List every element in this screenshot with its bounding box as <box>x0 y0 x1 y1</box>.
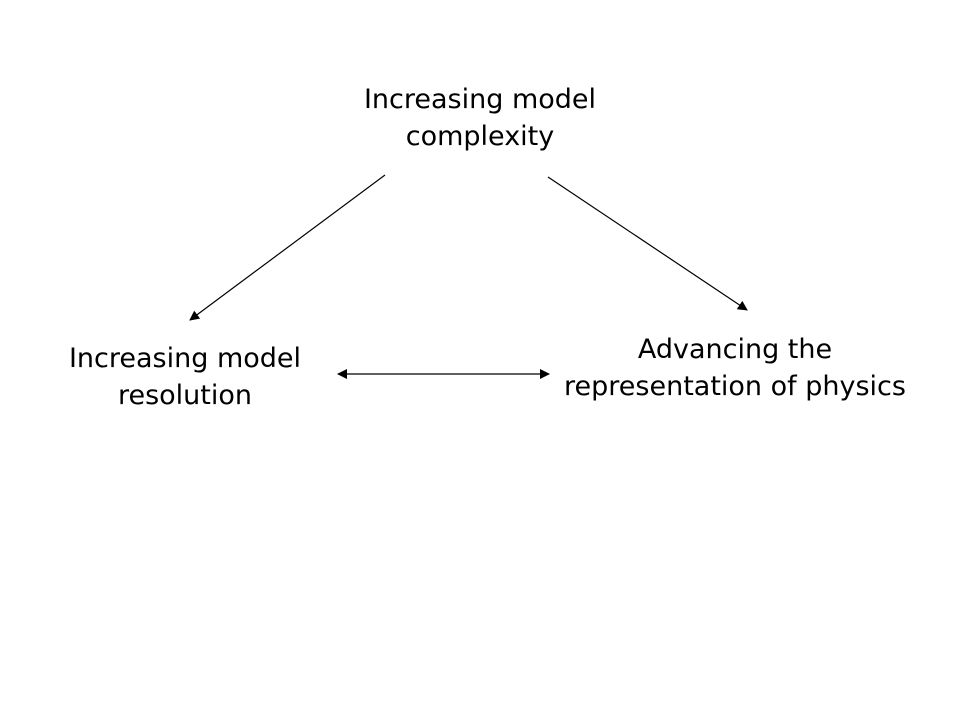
node-right-line2: representation of physics <box>564 371 906 402</box>
arrow-complexity-to-physics <box>547 176 748 311</box>
node-top-line2: complexity <box>405 121 555 152</box>
arrow-complexity-to-resolution <box>189 174 386 321</box>
node-increasing-model-complexity: Increasing model complexity <box>330 81 630 155</box>
node-left-line2: resolution <box>117 380 253 411</box>
node-advancing-representation-of-physics: Advancing the representation of physics <box>530 331 940 405</box>
node-increasing-model-resolution: Increasing model resolution <box>35 340 335 414</box>
node-right-line1: Advancing the <box>637 334 833 365</box>
node-top-line1: Increasing model <box>363 84 597 115</box>
node-left-line1: Increasing model <box>68 343 302 374</box>
